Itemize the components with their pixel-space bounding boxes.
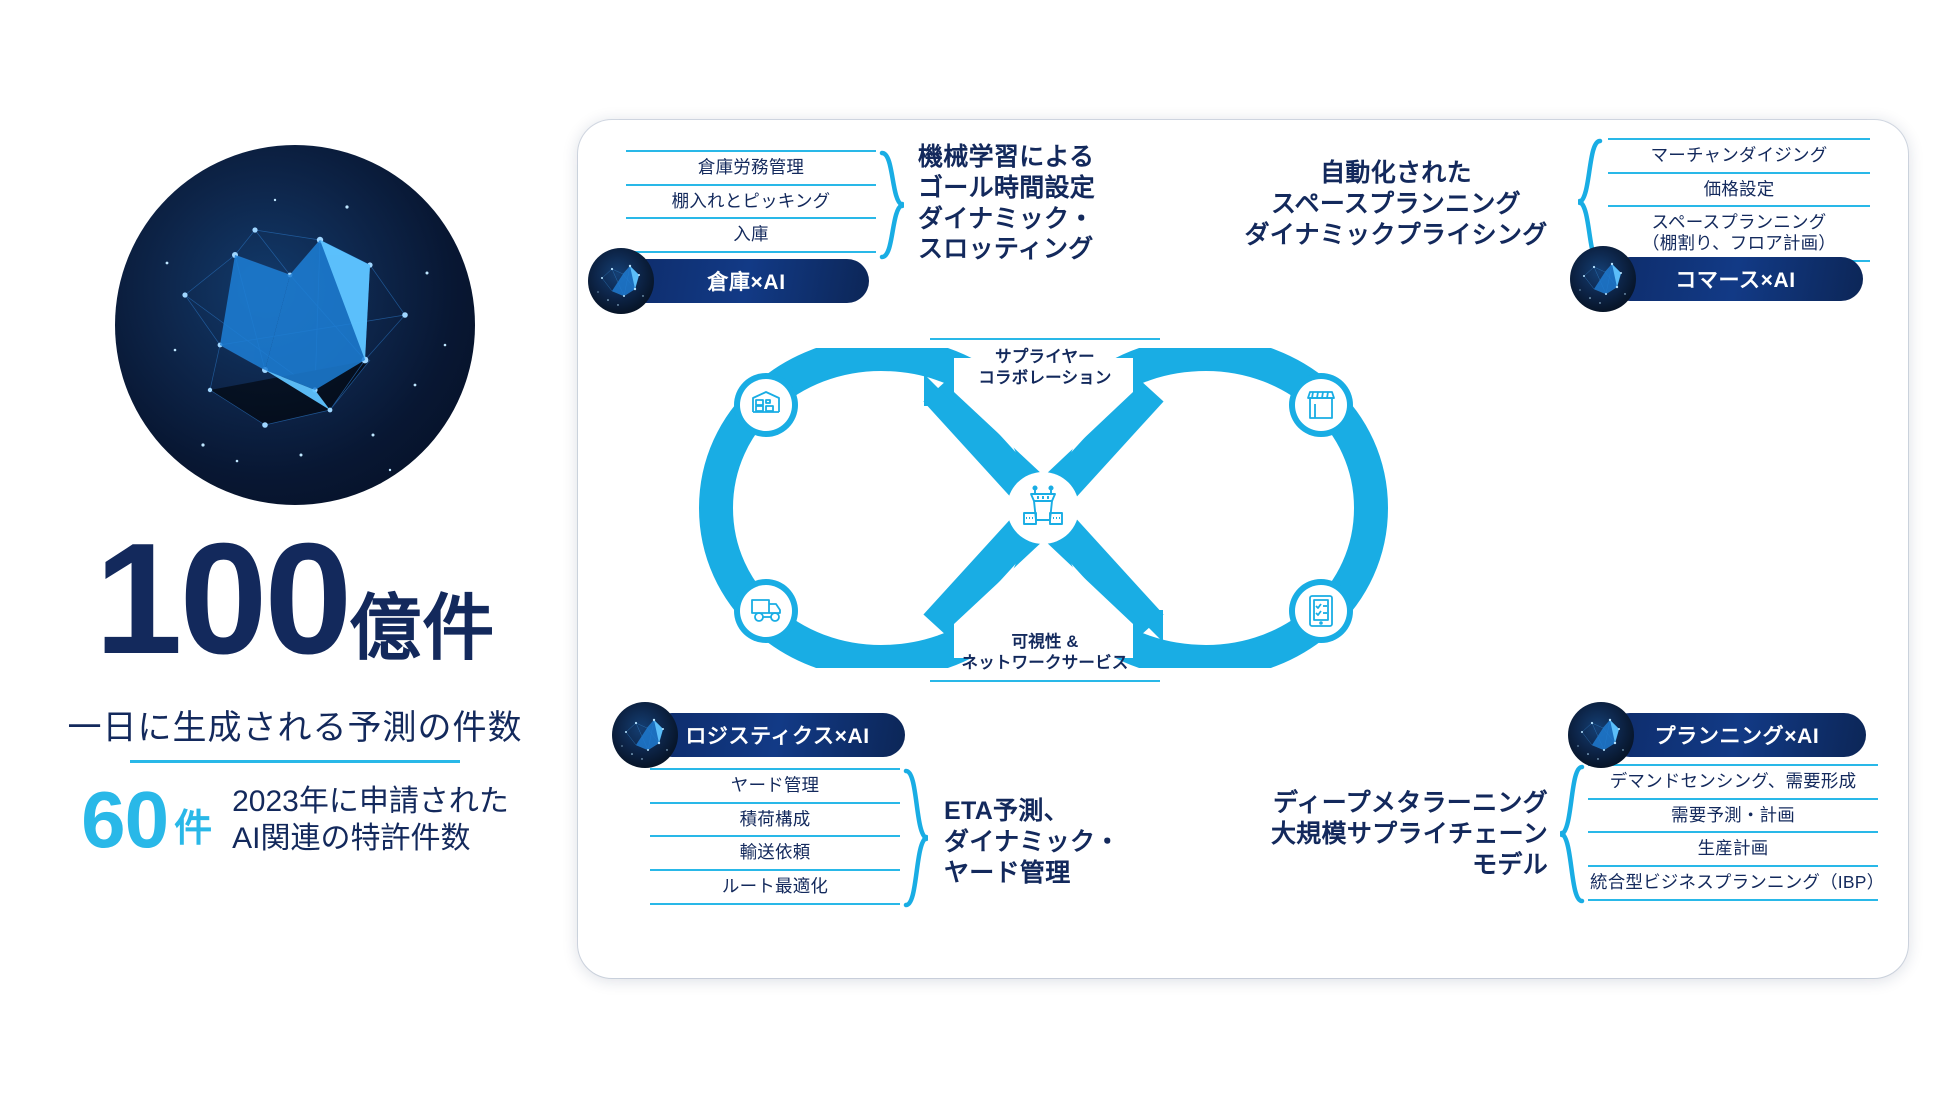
spec-item: 積荷構成 xyxy=(650,801,900,836)
spec-item: 棚入れとピッキング xyxy=(626,183,876,218)
spec-item: 統合型ビジネスプランニング（IBP） xyxy=(1588,864,1884,901)
ai-brain-network-orb xyxy=(115,145,475,505)
loop-label-visibility-network: 可視性 & ネットワークサービス xyxy=(930,632,1160,683)
ai-brain-network-orb xyxy=(612,702,678,768)
commerce-pill-group[interactable]: コマース×AI xyxy=(1568,246,1868,316)
planning-bracket xyxy=(1560,764,1586,904)
stat-divider xyxy=(130,760,460,763)
spec-item: 倉庫労務管理 xyxy=(626,150,876,184)
ai-brain-network-orb xyxy=(1568,702,1634,768)
logistics-bracket xyxy=(902,768,928,908)
planning-headline: ディープメタラーニング 大規模サプライチェーン モデル xyxy=(1270,789,1548,879)
ai-brain-network-orb xyxy=(588,248,654,314)
logistics-spec-list: ヤード管理 積荷構成 輸送依頼 ルート最適化 xyxy=(650,768,900,905)
secondary-stat-row: 60 件 2023年に申請された AI関連の特許件数 xyxy=(60,780,530,860)
commerce-pill: コマース×AI xyxy=(1608,257,1863,301)
warehouse-pill-group[interactable]: 倉庫×AI xyxy=(586,248,876,318)
commerce-pill-label: コマース×AI xyxy=(1675,269,1796,292)
spec-item: ヤード管理 xyxy=(650,768,900,802)
planning-pill: プランニング×AI xyxy=(1608,713,1866,757)
spec-item: 入庫 xyxy=(626,217,876,253)
logistics-headline: ETA予測、 ダイナミック・ ヤード管理 xyxy=(944,797,1121,887)
spec-item: デマンドセンシング、需要形成 xyxy=(1588,764,1878,798)
commerce-headline: 自動化された スペースプランニング ダイナミックプライシング xyxy=(1244,159,1548,249)
left-stats-panel: 100億件 一日に生成される予測の件数 60 件 2023年に申請された AI関… xyxy=(60,120,530,950)
warehouse-headline: 機械学習による ゴール時間設定 ダイナミック・ スロッティング xyxy=(918,143,1096,264)
spec-item: 価格設定 xyxy=(1608,171,1870,206)
spec-item: 生産計画 xyxy=(1588,831,1878,865)
infinity-loop-diagram xyxy=(686,348,1401,668)
primary-stat-row: 100億件 xyxy=(60,520,530,678)
supply-chain-diagram-card: 倉庫労務管理 棚入れとピッキング 入庫 機械学習による ゴール時間設定 ダイナミ… xyxy=(578,120,1908,978)
loop-label-supplier-collaboration: サプライヤー コラボレーション xyxy=(930,338,1160,388)
spec-item: 需要予測・計画 xyxy=(1588,797,1878,832)
spec-item: 輸送依頼 xyxy=(650,835,900,869)
ai-brain-network-orb xyxy=(1570,246,1636,312)
logistics-pill-label: ロジスティクス×AI xyxy=(685,725,870,748)
secondary-stat-description: 2023年に申請された AI関連の特許件数 xyxy=(232,784,509,856)
spec-item: マーチャンダイジング xyxy=(1608,138,1870,172)
planning-pill-label: プランニング×AI xyxy=(1654,725,1820,748)
planning-pill-group[interactable]: プランニング×AI xyxy=(1566,702,1876,772)
logistics-pill-group[interactable]: ロジスティクス×AI xyxy=(610,702,910,772)
secondary-stat-unit: 件 xyxy=(174,808,213,850)
primary-stat-unit: 億件 xyxy=(349,589,496,669)
warehouse-bracket xyxy=(878,150,904,260)
primary-stat-number: 100 xyxy=(94,511,353,687)
warehouse-pill: 倉庫×AI xyxy=(624,259,869,303)
secondary-stat-number: 60 xyxy=(81,775,169,864)
warehouse-spec-list: 倉庫労務管理 棚入れとピッキング 入庫 xyxy=(626,150,876,253)
warehouse-pill-label: 倉庫×AI xyxy=(707,271,786,294)
logistics-pill: ロジスティクス×AI xyxy=(650,713,905,757)
spec-item: ルート最適化 xyxy=(650,868,900,905)
planning-spec-list: デマンドセンシング、需要形成 需要予測・計画 生産計画 統合型ビジネスプランニン… xyxy=(1588,764,1884,901)
commerce-spec-list: マーチャンダイジング 価格設定 スペースプランニング （棚割り、フロア計画） xyxy=(1608,138,1870,262)
primary-stat-caption: 一日に生成される予測の件数 xyxy=(67,709,523,747)
